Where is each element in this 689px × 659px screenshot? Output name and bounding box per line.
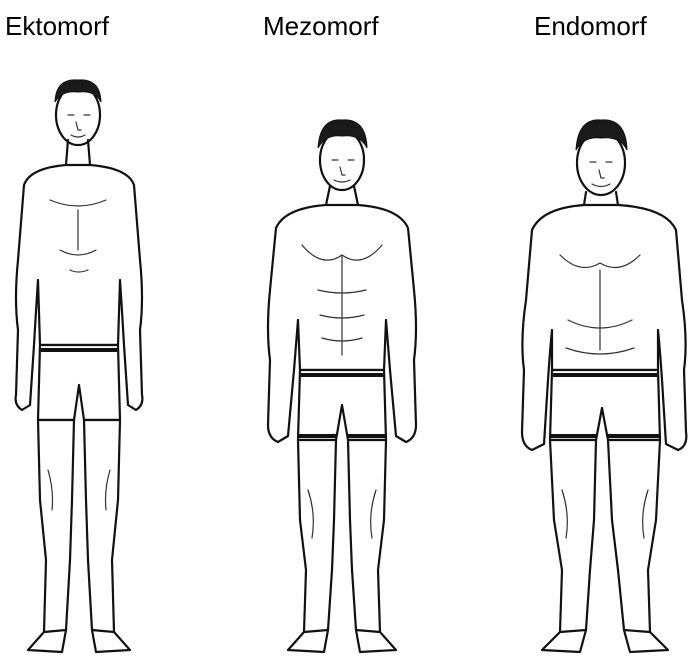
endomorph-left-leg — [550, 440, 596, 636]
endomorph-shorts — [550, 370, 660, 440]
endomorph-body — [522, 120, 686, 652]
endomorph-right-leg — [608, 440, 660, 636]
